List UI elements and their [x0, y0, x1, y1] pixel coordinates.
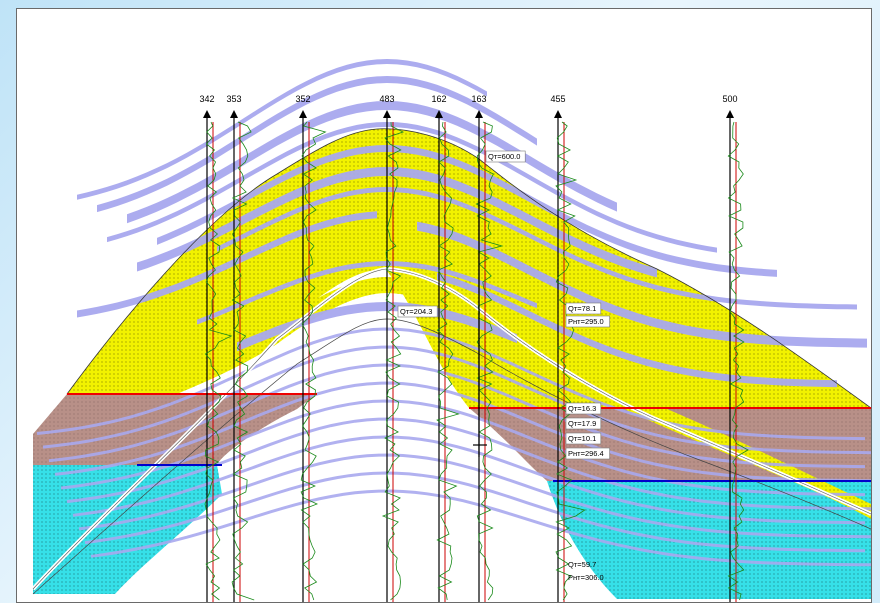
shale-streak: [60, 399, 866, 497]
annotation-box: [565, 315, 610, 328]
shale-streak: [84, 471, 866, 553]
shale-lens: [77, 211, 377, 318]
well-352[interactable]: 352: [295, 94, 327, 602]
shale-lens: [417, 221, 867, 348]
annotation-box: [565, 417, 602, 430]
annotation-text: Pнт=306.0: [568, 573, 604, 582]
well-455[interactable]: 455: [550, 94, 586, 602]
reservoir-base-outline: [32, 318, 871, 595]
shale-streak: [72, 435, 866, 525]
oil-zone-left-pattern: [33, 394, 317, 465]
well-162[interactable]: 162: [431, 94, 460, 602]
marker-bed-outline: [32, 268, 871, 590]
geological-cross-section: 342 353 352 483 162 163 455 500 Qт=600.0Qт=204.…: [31, 59, 871, 602]
annotation: Pнт=306.0: [568, 573, 604, 582]
sp-log-curve: [300, 121, 327, 601]
annotation: Qт=16.3: [565, 402, 602, 415]
well-arrow-icon: [726, 110, 734, 118]
sp-log-curve: [231, 121, 255, 601]
annotation: Qт=17.9: [565, 417, 602, 430]
well-arrow-icon: [230, 110, 238, 118]
annotations: Qт=600.0Qт=204.3 Qт=78.1Pнт=295.0Qт=16.3Q…: [397, 150, 610, 582]
annotation-box: [485, 150, 526, 163]
shale-lens: [77, 59, 487, 200]
annotation-text: Qт=10.1: [568, 434, 596, 443]
well-label: 342: [199, 94, 214, 104]
annotation: Pнт=296.4: [565, 447, 610, 460]
well-483[interactable]: 483: [379, 94, 405, 602]
reservoir-top-outline: [66, 128, 871, 409]
well-arrow-icon: [435, 110, 443, 118]
well-label: 483: [379, 94, 394, 104]
wells: 342 353 352 483 162 163 455 500: [199, 94, 749, 602]
annotation-text: Qт=204.3: [400, 307, 432, 316]
shale-lens: [157, 145, 777, 277]
sp-log-curve: [381, 121, 405, 601]
well-label: 353: [226, 94, 241, 104]
well-353[interactable]: 353: [226, 94, 255, 602]
sp-log-curve: [555, 121, 586, 601]
well-arrow-icon: [554, 110, 562, 118]
well-342[interactable]: 342: [199, 94, 233, 602]
well-arrow-icon: [203, 110, 211, 118]
annotation-text: Pнт=296.4: [568, 449, 604, 458]
annotation-text: Qт=16.3: [568, 404, 596, 413]
well-label: 352: [295, 94, 310, 104]
annotation-text: Qт=600.0: [488, 152, 520, 161]
well-163[interactable]: 163: [471, 94, 504, 602]
annotation-text: Qт=78.1: [568, 304, 596, 313]
annotation-text: Qт=59.7: [568, 560, 596, 569]
shale-interbeds: [36, 59, 871, 567]
annotation: Qт=59.7: [568, 560, 596, 569]
annotation: Qт=204.3: [397, 305, 438, 318]
annotation-box: [565, 302, 602, 315]
shale-lens: [197, 261, 537, 325]
water-zone-right-pattern: [547, 481, 871, 599]
well-arrow-icon: [475, 110, 483, 118]
well-arrow-icon: [383, 110, 391, 118]
annotation-text: Pнт=295.0: [568, 317, 604, 326]
annotation-box: [565, 432, 602, 445]
shale-lens: [237, 302, 517, 352]
annotation: Pнт=295.0: [565, 315, 610, 328]
water-zone-pattern: [33, 465, 222, 594]
well-label: 162: [431, 94, 446, 104]
annotation: Qт=600.0: [485, 150, 526, 163]
well-label: 163: [471, 94, 486, 104]
annotation: Qт=10.1: [565, 432, 602, 445]
well-label: 455: [550, 94, 565, 104]
annotation-box: [397, 305, 438, 318]
annotation-box: [565, 447, 610, 460]
sp-log-curve: [436, 121, 460, 601]
shale-streak: [78, 453, 871, 539]
shale-lens: [137, 167, 657, 278]
annotation-text: Qт=17.9: [568, 419, 596, 428]
sp-log-curve: [475, 121, 504, 601]
well-500[interactable]: 500: [722, 94, 749, 602]
well-arrow-icon: [299, 110, 307, 118]
shale-streak: [42, 345, 871, 455]
annotation-box: [565, 402, 602, 415]
shale-streak: [66, 417, 871, 511]
annotation: Qт=78.1: [565, 302, 602, 315]
sp-log-curve: [727, 121, 749, 601]
well-label: 500: [722, 94, 737, 104]
shale-lens: [107, 122, 717, 253]
upper-res-pattern: [67, 128, 871, 408]
shale-streak: [90, 489, 871, 567]
shale-streak: [48, 363, 866, 469]
sp-log-curve: [204, 121, 233, 601]
